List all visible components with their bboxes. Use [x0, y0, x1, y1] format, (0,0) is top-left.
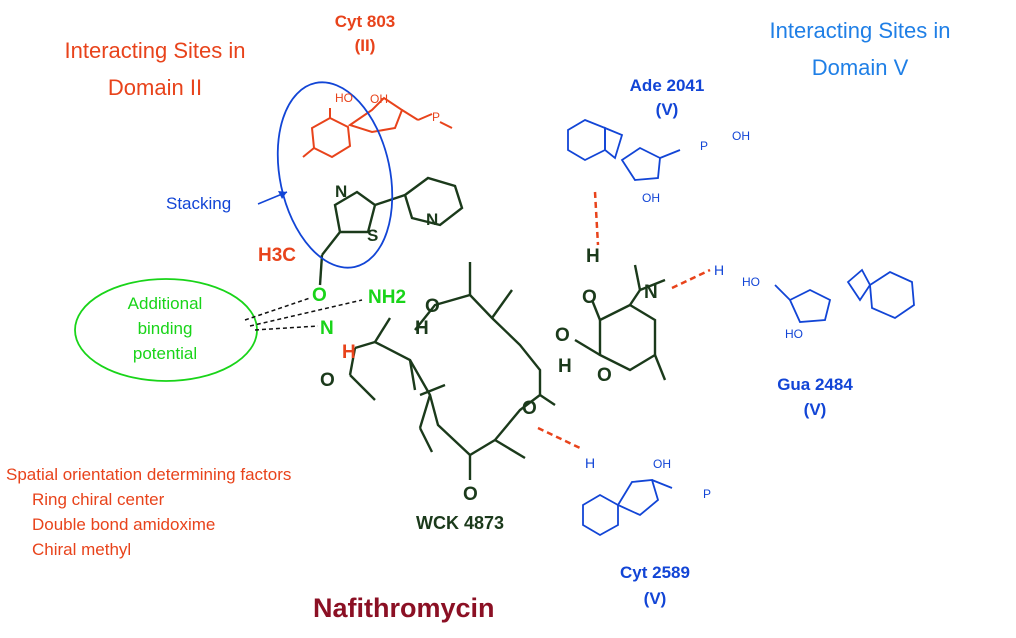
ade-p-label: P: [700, 139, 709, 153]
gua-2484-structure: [774, 268, 915, 323]
cyt803-oh-label: OH: [370, 92, 388, 106]
pyridine-n-label: N: [426, 210, 439, 229]
pyran-o-label: O: [597, 365, 612, 386]
carbamate-o-label: O: [320, 370, 335, 391]
binding-dashes: [244, 297, 363, 331]
triazole-n-label: N: [335, 182, 348, 201]
gua-ho-label: HO: [742, 275, 760, 289]
cyt-803-domain: (II): [354, 36, 376, 55]
dimethylamine-n-label: N: [644, 282, 658, 303]
glycoside-o-label: O: [555, 325, 570, 346]
anomeric-h-label: H: [558, 356, 572, 377]
h3c-atom-label: H3C: [258, 245, 297, 266]
stacking-label: Stacking: [166, 194, 232, 213]
ring-ketone-o-label: O: [425, 296, 440, 317]
binding-line2: binding: [137, 319, 193, 338]
sulfur-atom-label: S: [367, 226, 379, 245]
domain5-title-line2: Domain V: [811, 55, 909, 80]
stacking-arrowhead: [278, 191, 287, 199]
binding-line3: potential: [132, 344, 198, 363]
lactone-o-label: O: [463, 484, 478, 505]
cyt-2589-domain: (V): [643, 589, 667, 608]
nh2-atom-label: NH2: [368, 287, 407, 308]
sugar-h-label: H: [586, 246, 600, 267]
ade-2041-structure: [567, 119, 681, 181]
compound-name: Nafithromycin: [313, 593, 495, 623]
oxime-o-label: O: [312, 285, 327, 306]
sugar-o-label: O: [582, 287, 597, 308]
stacking-ellipse: [276, 81, 394, 269]
cyt2589-oh-label: OH: [653, 457, 671, 471]
domain2-title-line1: Interacting Sites in: [64, 38, 246, 63]
factor-item: Double bond amidoxime: [32, 515, 216, 534]
domain2-title-line2: Domain II: [107, 75, 203, 100]
compound-code: WCK 4873: [416, 513, 505, 533]
gua-h-label: H: [714, 262, 725, 278]
chiral-h-label: H: [342, 342, 356, 363]
cyt-803-structure: [302, 96, 453, 159]
ring-h-label: H: [415, 318, 429, 339]
cyt803-p-label: P: [432, 110, 441, 124]
factors-heading: Spatial orientation determining factors: [6, 465, 292, 484]
cyt-803-name: Cyt 803: [334, 12, 396, 31]
factor-item: Chiral methyl: [32, 540, 132, 559]
ade-2041-name: Ade 2041: [629, 76, 705, 95]
cyt2589-p-label: P: [703, 487, 712, 501]
domain5-title-line1: Interacting Sites in: [769, 18, 951, 43]
cyt-2589-name: Cyt 2589: [620, 563, 690, 582]
gua-2484-name: Gua 2484: [777, 375, 853, 394]
ade-oh-label: OH: [642, 191, 660, 205]
cyt803-ho-label: HO: [335, 91, 353, 105]
cyt2589-h-label: H: [585, 455, 596, 471]
gua-2484-domain: (V): [803, 400, 827, 419]
ketone-o-label: O: [522, 398, 537, 419]
ade-oh-label-2: OH: [732, 129, 750, 143]
oxime-n-label: N: [320, 318, 334, 339]
hbond-dashes: [537, 191, 711, 450]
binding-line1: Additional: [127, 294, 203, 313]
gua-oh-label: HO: [785, 327, 803, 341]
cyt-2589-structure: [582, 479, 673, 537]
sugar-ring: [574, 264, 667, 381]
factor-item: Ring chiral center: [32, 490, 165, 509]
ade-2041-domain: (V): [655, 100, 679, 119]
macrolide-ring: [348, 262, 556, 480]
thiadiazole-ring: [318, 176, 464, 286]
